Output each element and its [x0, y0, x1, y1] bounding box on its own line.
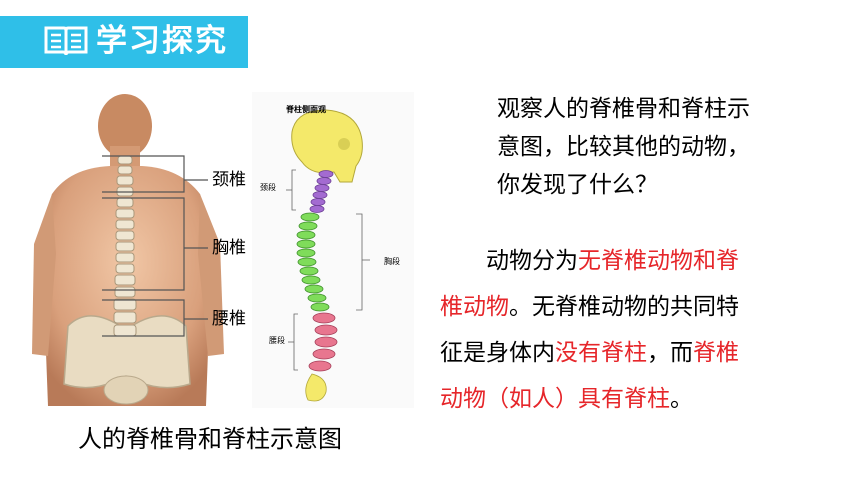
- answer-highlight: 动物（如人）具有脊柱: [440, 386, 670, 412]
- answer-text-plain: 。无脊椎动物的共同特: [509, 294, 739, 320]
- spine-side-diagram: [286, 109, 370, 402]
- diagram-label-cervical: 颈段: [260, 183, 276, 192]
- answer-text-plain: 征是身体内: [440, 340, 555, 366]
- diagram-title: 脊柱侧面观: [286, 104, 326, 114]
- answer-text-plain: 。: [670, 386, 693, 412]
- book-icon: [44, 26, 88, 56]
- answer-highlight: 脊椎: [693, 340, 739, 366]
- figure-caption: 人的脊椎骨和脊柱示意图: [78, 425, 342, 453]
- answer-highlight: 椎动物: [440, 294, 509, 320]
- label-lumbar: 腰椎: [212, 309, 246, 329]
- section-header-bar: [0, 16, 248, 68]
- question-line: 你发现了什么？: [497, 172, 658, 198]
- answer-highlight: 无脊椎动物和脊: [578, 248, 739, 274]
- spine-callout-lines: [102, 155, 208, 337]
- human-back-illustration: [30, 94, 240, 406]
- label-thoracic: 胸椎: [212, 238, 246, 258]
- answer-text: 动物分为无脊椎动物和脊 椎动物。无脊椎动物的共同特 征是身体内没有脊柱，而脊椎 …: [440, 238, 830, 422]
- section-title: 学习探究: [96, 23, 228, 59]
- label-cervical: 颈椎: [212, 170, 246, 190]
- answer-indent: [440, 248, 486, 274]
- answer-highlight: 没有脊柱: [555, 340, 647, 366]
- question-line: 观察人的脊椎骨和脊柱示: [497, 96, 750, 122]
- question-line: 意图，比较其他的动物，: [497, 134, 750, 160]
- question-text: 观察人的脊椎骨和脊柱示 意图，比较其他的动物， 你发现了什么？: [497, 90, 827, 204]
- diagram-label-lumbar: 腰段: [269, 336, 285, 345]
- answer-line-1: 动物分为无脊椎动物和脊: [440, 238, 830, 284]
- answer-line-3: 征是身体内没有脊柱，而脊椎: [440, 330, 830, 376]
- diagram-label-thoracic: 胸段: [384, 257, 400, 266]
- answer-line-4: 动物（如人）具有脊柱。: [440, 376, 830, 422]
- answer-text-plain: 动物分为: [486, 248, 578, 274]
- answer-text-plain: ，而: [647, 340, 693, 366]
- answer-line-2: 椎动物。无脊椎动物的共同特: [440, 284, 830, 330]
